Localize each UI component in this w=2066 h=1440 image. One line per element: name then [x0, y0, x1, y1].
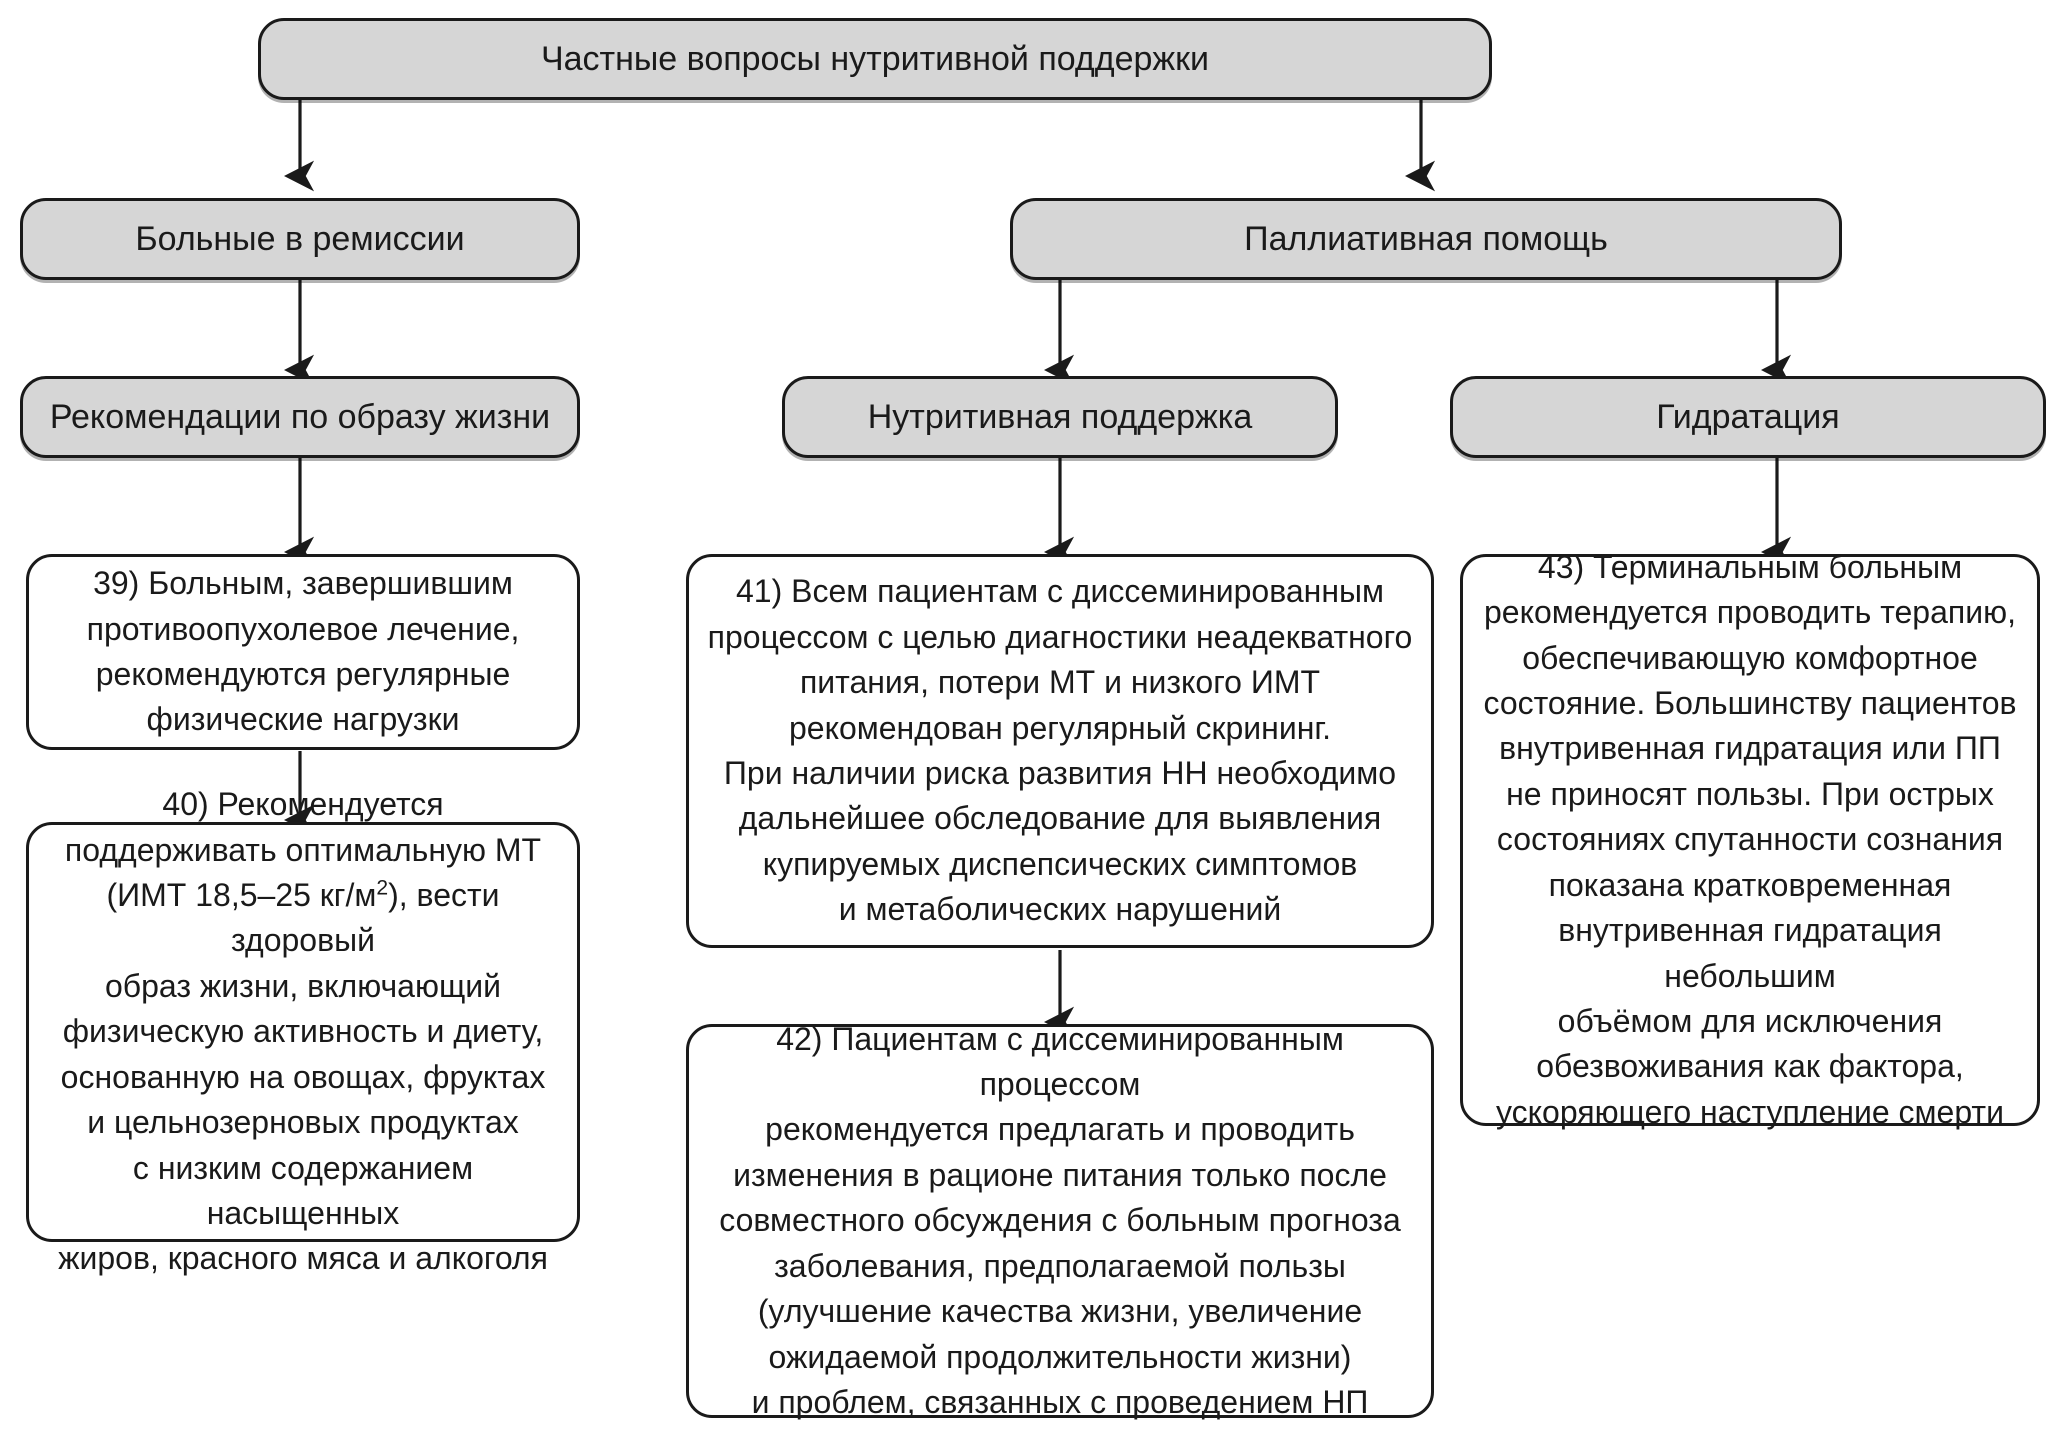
node-item-41-text: 41) Всем пациентам с диссеминированным п… [707, 573, 1413, 928]
node-item-43-text: 43) Терминальным больным рекомендуется п… [1483, 548, 2017, 1130]
node-remission[interactable]: Больные в ремиссии [20, 198, 580, 280]
node-root-label: Частные вопросы нутритивной поддержки [540, 39, 1210, 78]
node-item-40-text-part1: 40) Рекомендуется поддерживать оптимальн… [64, 786, 542, 913]
node-item-39-text: 39) Больным, завершившим противоопухолев… [86, 565, 520, 738]
node-item-43[interactable]: 43) Терминальным больным рекомендуется п… [1460, 549, 2040, 1130]
node-lifestyle-label: Рекомендации по образу жизни [49, 397, 551, 436]
node-hydration[interactable]: Гидратация [1450, 376, 2046, 458]
node-item-40-superscript: 2 [376, 876, 389, 900]
node-remission-label: Больные в ремиссии [135, 219, 465, 258]
node-item-42-text: 42) Пациентам с диссеминированным процес… [719, 1020, 1401, 1421]
node-item-41[interactable]: 41) Всем пациентам с диссеминированным п… [686, 554, 1434, 948]
node-item-40-text-part2: ), вести здоровый образ жизни, включающи… [58, 876, 548, 1277]
node-item-42[interactable]: 42) Пациентам с диссеминированным процес… [686, 1021, 1434, 1420]
node-nutrition-support-label: Нутритивная поддержка [867, 397, 1253, 436]
node-palliative-label: Паллиативная помощь [1244, 219, 1608, 258]
node-item-40[interactable]: 40) Рекомендуется поддерживать оптимальн… [26, 786, 580, 1276]
node-palliative[interactable]: Паллиативная помощь [1010, 198, 1842, 280]
node-nutrition-support[interactable]: Нутритивная поддержка [782, 376, 1338, 458]
node-item-40-text: 40) Рекомендуется поддерживать оптимальн… [29, 782, 577, 1282]
node-root[interactable]: Частные вопросы нутритивной поддержки [258, 18, 1492, 100]
node-hydration-label: Гидратация [1656, 397, 1840, 436]
node-item-39[interactable]: 39) Больным, завершившим противоопухолев… [26, 554, 580, 750]
node-lifestyle[interactable]: Рекомендации по образу жизни [20, 376, 580, 458]
